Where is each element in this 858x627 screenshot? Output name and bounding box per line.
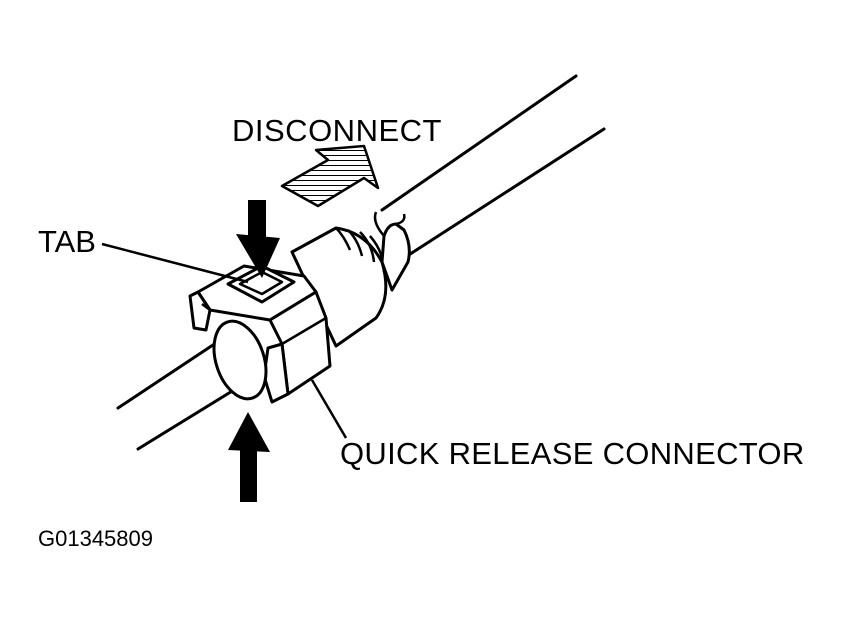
figure-id-label: G01345809 — [38, 526, 153, 551]
connector-end — [290, 211, 411, 348]
upper-tube — [380, 74, 606, 260]
tab-label: TAB — [38, 224, 96, 259]
leader-lines — [101, 242, 348, 439]
disconnect-arrow — [280, 144, 380, 208]
press-arrow-bottom — [228, 412, 270, 502]
connector-leader-line — [310, 379, 348, 439]
press-arrow-top — [236, 200, 280, 278]
quick-release-connector-label: QUICK RELEASE CONNECTOR — [340, 436, 805, 471]
disconnect-label: DISCONNECT — [232, 113, 442, 148]
tab-leader-line — [101, 242, 249, 284]
quick-release-clip — [188, 264, 332, 404]
